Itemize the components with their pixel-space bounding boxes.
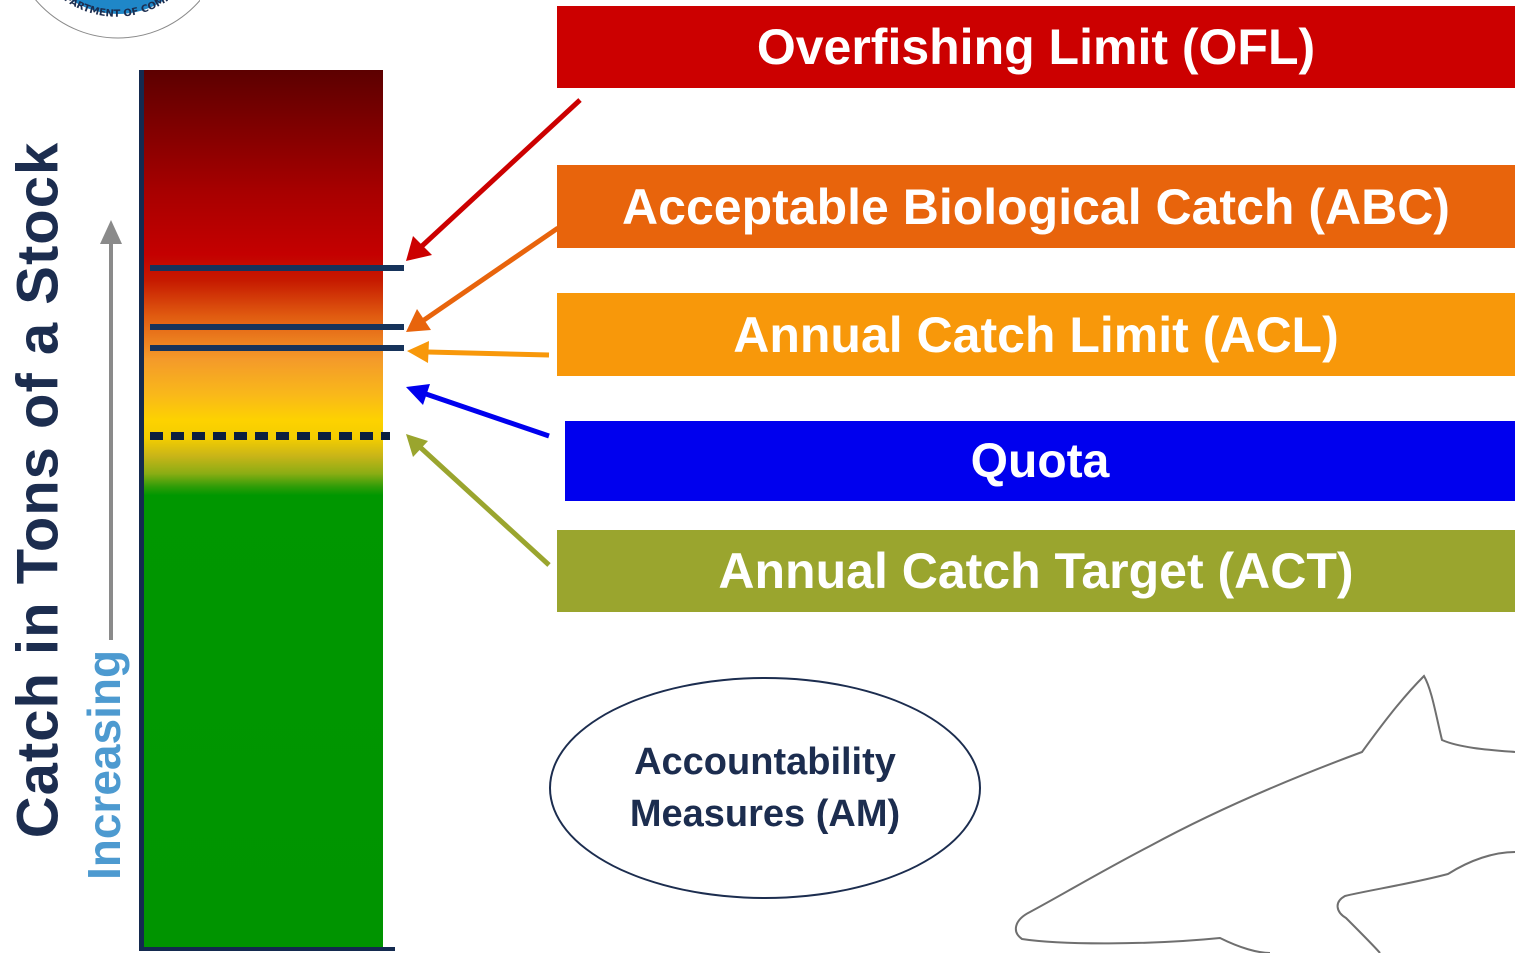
abc-level-line [150,324,404,330]
am-line-2: Measures (AM) [629,793,901,835]
acl-label: Annual Catch Limit (ACL) [733,306,1339,363]
ofl-level-line [150,265,404,271]
quota-label-box: Quota [565,421,1515,501]
ofl-label: Overfishing Limit (OFL) [756,19,1316,75]
act-arrow [406,434,551,567]
abc-arrow [406,225,560,332]
ofl-label-box: Overfishing Limit (OFL) [557,6,1515,88]
acl-arrow [407,341,550,363]
agency-logo: U.S. DEPARTMENT OF COMMERCE [0,0,200,60]
acl-level-line [150,345,404,351]
abc-label: Acceptable Biological Catch (ABC) [622,178,1450,235]
quota-arrow [406,384,550,439]
accountability-measures-ellipse: Accountability Measures (AM) [549,677,981,899]
abc-label-box: Acceptable Biological Catch (ABC) [557,165,1515,248]
bar-left-border [139,70,144,948]
act-level-dotted-line [150,432,390,440]
act-label-box: Annual Catch Target (ACT) [557,530,1515,612]
am-line-1: Accountability [634,741,896,783]
bar-bottom-border [139,947,395,951]
act-label: Annual Catch Target (ACT) [718,543,1354,599]
ofl-arrow [406,98,582,261]
acl-label-box: Annual Catch Limit (ACL) [557,293,1515,376]
catch-gradient-bar [143,70,383,947]
quota-label: Quota [970,434,1110,488]
